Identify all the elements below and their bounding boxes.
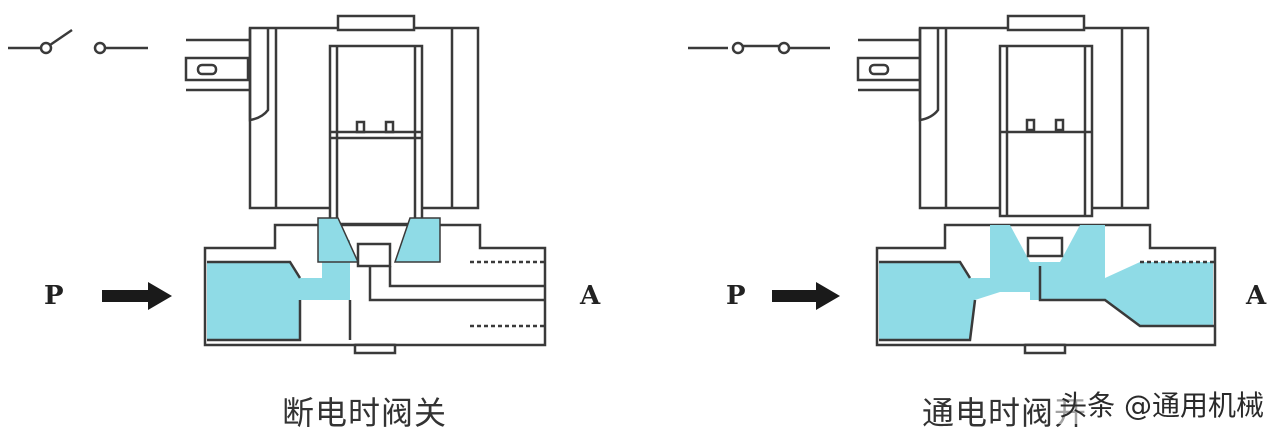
switch-closed-icon <box>688 41 830 55</box>
top-cap <box>1006 14 1086 32</box>
inlet-arrow-icon <box>772 282 840 310</box>
outlet-label-off: A <box>580 281 601 311</box>
caption-power-off: 断电时阀关 <box>282 394 448 432</box>
fluid-inlet <box>207 240 350 340</box>
armature-tube <box>328 44 424 226</box>
inlet-arrow-icon <box>102 282 172 310</box>
valve-plug <box>1026 236 1064 258</box>
panel-power-off <box>8 14 547 355</box>
fluid-flow <box>879 225 1213 340</box>
coil-terminal <box>184 38 255 92</box>
valve-plug <box>356 242 392 268</box>
panel-power-on <box>688 14 1217 355</box>
inlet-label-on: P <box>726 281 746 311</box>
switch-open-icon <box>8 28 148 55</box>
inlet-label-off: P <box>44 281 64 311</box>
coil-terminal <box>856 38 925 92</box>
top-cap <box>336 14 416 32</box>
watermark: 头条 @通用机械 <box>1055 384 1268 424</box>
outlet-label-on: A <box>1246 281 1267 311</box>
